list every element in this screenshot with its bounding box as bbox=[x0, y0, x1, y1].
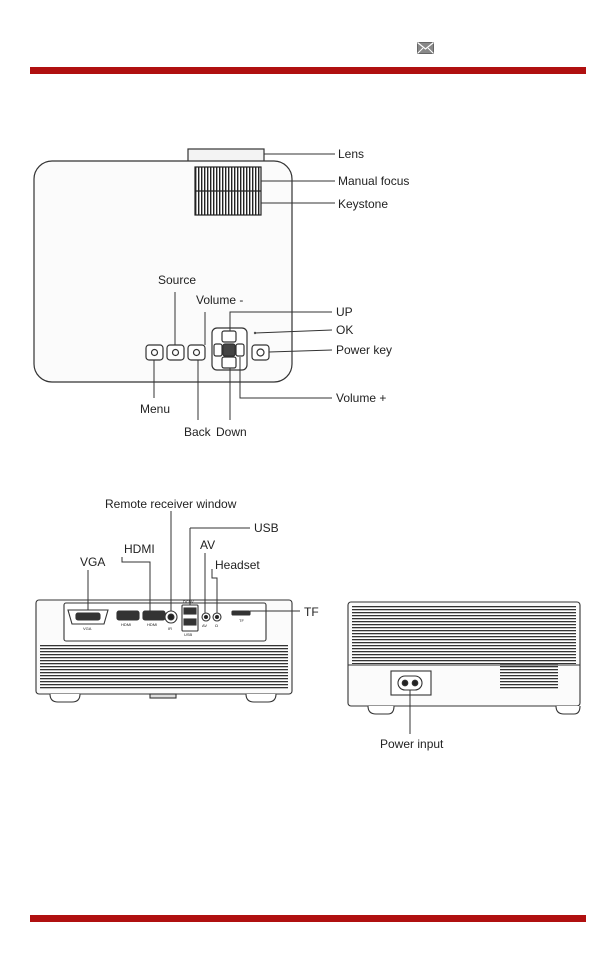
label-ok: OK bbox=[336, 323, 353, 337]
label-keystone: Keystone bbox=[338, 197, 388, 211]
ok-button[interactable] bbox=[223, 344, 235, 356]
power-button[interactable] bbox=[252, 345, 269, 360]
label-lens: Lens bbox=[338, 147, 364, 161]
label-av: AV bbox=[200, 538, 215, 552]
back-button[interactable] bbox=[188, 345, 205, 360]
volume-plus-button[interactable] bbox=[236, 344, 244, 356]
tf-slot bbox=[232, 611, 250, 615]
mark-out: DC5V bbox=[183, 599, 194, 604]
label-usb: USB bbox=[254, 521, 279, 535]
label-down: Down bbox=[216, 425, 247, 439]
hdmi-port-2 bbox=[143, 611, 165, 620]
hdmi-port-1 bbox=[117, 611, 139, 620]
mark-hdmi-2: HDMI bbox=[147, 622, 157, 627]
label-power-input: Power input bbox=[380, 737, 444, 751]
label-menu: Menu bbox=[140, 402, 170, 416]
mark-headset: Ω bbox=[215, 623, 218, 628]
label-back: Back bbox=[184, 425, 212, 439]
mark-av: AV bbox=[202, 623, 207, 628]
volume-minus-button[interactable] bbox=[214, 344, 222, 356]
label-manual-focus: Manual focus bbox=[338, 174, 409, 188]
rear-vent bbox=[40, 645, 288, 689]
menu-button[interactable] bbox=[146, 345, 163, 360]
source-button[interactable] bbox=[167, 345, 184, 360]
label-power-key: Power key bbox=[336, 343, 392, 357]
label-source: Source bbox=[158, 273, 196, 287]
label-vga: VGA bbox=[80, 555, 105, 569]
label-remote-receiver-window: Remote receiver window bbox=[105, 497, 237, 511]
mark-tf: TF bbox=[239, 618, 244, 623]
mark-vga: VGA bbox=[83, 626, 92, 631]
side-view bbox=[348, 602, 580, 734]
up-button[interactable] bbox=[222, 331, 236, 342]
down-button[interactable] bbox=[222, 357, 236, 368]
label-headset: Headset bbox=[215, 558, 260, 572]
mark-usb: USB bbox=[184, 632, 193, 637]
label-hdmi: HDMI bbox=[124, 542, 155, 556]
label-volume-minus: Volume - bbox=[196, 293, 243, 307]
rear-view bbox=[36, 511, 300, 702]
label-up: UP bbox=[336, 305, 353, 319]
label-tf: TF bbox=[304, 605, 319, 619]
power-socket bbox=[398, 676, 422, 690]
mark-ir: IR bbox=[168, 626, 172, 631]
mark-hdmi-1: HDMI bbox=[121, 622, 131, 627]
label-volume-plus: Volume + bbox=[336, 391, 386, 405]
